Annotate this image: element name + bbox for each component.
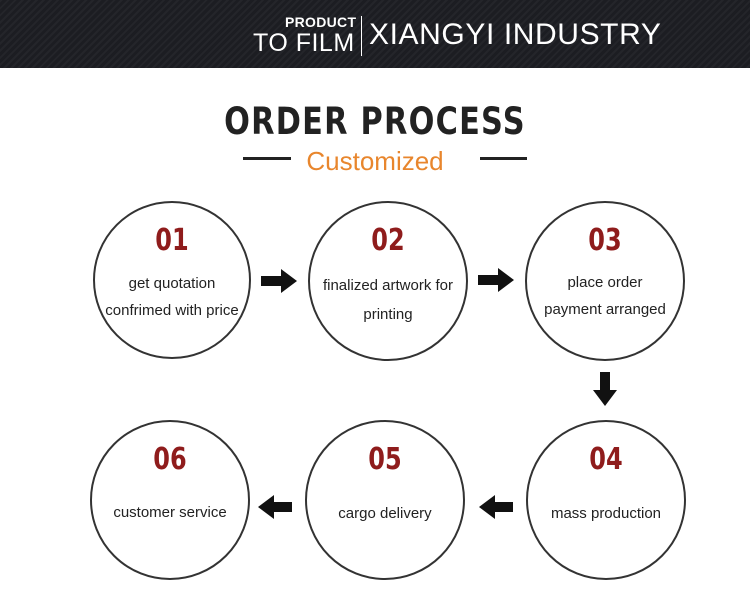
arrow-left-icon (258, 495, 292, 519)
subtitle-rule-right (480, 157, 527, 160)
step-06: 06 customer service (90, 420, 250, 580)
subtitle-rule-left (243, 157, 291, 160)
to-film-label: TO FILM (253, 29, 355, 57)
step-05: 05 cargo delivery (305, 420, 465, 580)
step-number: 01 (155, 223, 189, 258)
step-line: payment arranged (544, 301, 666, 318)
arrow-left-icon (479, 495, 513, 519)
brand-name: XIANGYI INDUSTRY (369, 18, 662, 51)
step-number: 02 (371, 223, 405, 258)
arrow-right-icon (261, 269, 297, 293)
step-description: cargo delivery (311, 500, 459, 527)
step-number: 03 (588, 223, 622, 258)
banner-divider (361, 16, 362, 56)
step-line: finalized artwork for (322, 277, 454, 294)
step-line: customer service (113, 504, 227, 521)
step-line: cargo delivery (338, 505, 432, 522)
product-label: PRODUCT (285, 14, 357, 30)
step-number: 06 (153, 442, 187, 477)
step-01: 01 get quotation confrimed with price (93, 201, 251, 359)
step-02: 02 finalized artwork for printing (308, 201, 468, 361)
step-04: 04 mass production (526, 420, 686, 580)
header-banner: PRODUCT TO FILM XIANGYI INDUSTRY (0, 0, 750, 68)
page-subtitle: Customized (306, 146, 444, 176)
step-description: mass production (532, 500, 680, 527)
step-description: customer service (96, 499, 244, 526)
step-line: get quotation (128, 275, 216, 292)
arrow-right-icon (478, 268, 514, 292)
step-line: confrimed with price (105, 302, 239, 319)
arrow-down-icon (593, 372, 617, 406)
step-description: get quotation confrimed with price (99, 270, 245, 324)
page-title: ORDER PROCESS (224, 100, 526, 143)
step-line: place order (567, 274, 643, 291)
step-description: place order payment arranged (531, 269, 679, 323)
step-line: mass production (550, 505, 662, 522)
step-number: 05 (368, 442, 402, 477)
step-number: 04 (589, 442, 623, 477)
step-description: finalized artwork for printing (314, 271, 462, 329)
step-line: printing (363, 306, 413, 323)
step-03: 03 place order payment arranged (525, 201, 685, 361)
